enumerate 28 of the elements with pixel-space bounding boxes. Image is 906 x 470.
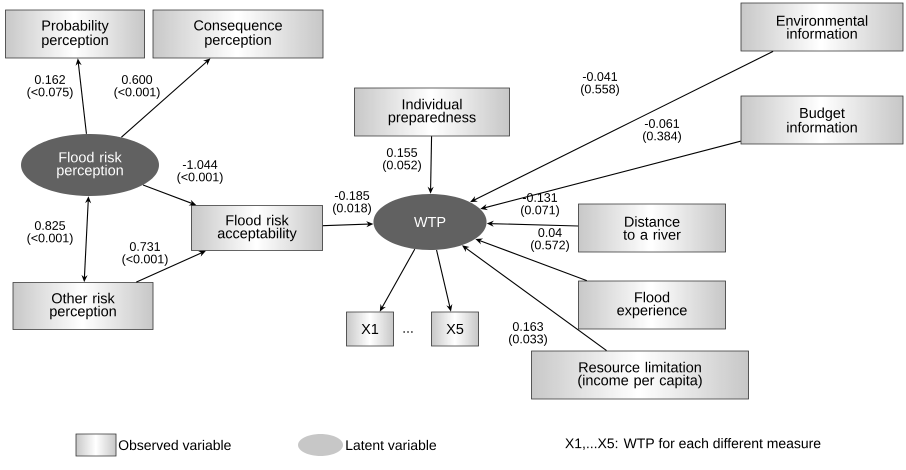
variable-box: Budget information bbox=[740, 96, 904, 144]
variable-box: Other risk perception bbox=[12, 282, 154, 330]
legend-note: X1,...X5: WTP for each different measure bbox=[565, 438, 820, 450]
edge-label: -0.185 (0.018) bbox=[333, 191, 371, 215]
edge-label: -0.131 (0.071) bbox=[521, 193, 559, 217]
variable-box: Individual preparedness bbox=[354, 88, 510, 136]
variable-box: Flood experience bbox=[578, 280, 726, 330]
ellipsis: ... bbox=[403, 331, 413, 333]
variable-box: X5 bbox=[431, 312, 479, 346]
variable-box: Resource limitation (income per capita) bbox=[531, 350, 749, 400]
legend-text: Observed variable bbox=[118, 440, 231, 450]
variable-box: Distance to a river bbox=[578, 204, 726, 252]
variable-box: X1 bbox=[346, 312, 394, 346]
edge-label: 0.163 (0.033) bbox=[509, 322, 547, 346]
edge-label: -0.061 (0.384) bbox=[643, 119, 681, 143]
variable-box: Flood risk acceptability bbox=[191, 205, 323, 251]
edge-label: -1.044 (<0.001) bbox=[177, 160, 223, 184]
variable-box: Environmental information bbox=[740, 2, 904, 52]
edge-label: 0.731 (<0.001) bbox=[122, 242, 168, 266]
legend-text: Latent variable bbox=[346, 440, 436, 450]
variable-box: Probability perception bbox=[5, 10, 145, 58]
edge-label: 0.825 (<0.001) bbox=[27, 221, 73, 245]
edge-label: 0.04 (0.572) bbox=[531, 228, 569, 252]
edge-label: 0.600 (<0.001) bbox=[114, 75, 160, 99]
variable-box: Consequence perception bbox=[152, 10, 324, 58]
edge-label: -0.041 (0.558) bbox=[581, 72, 619, 96]
edge-label: 0.162 (<0.075) bbox=[27, 75, 73, 99]
edge-label: 0.155 (0.052) bbox=[383, 148, 421, 172]
